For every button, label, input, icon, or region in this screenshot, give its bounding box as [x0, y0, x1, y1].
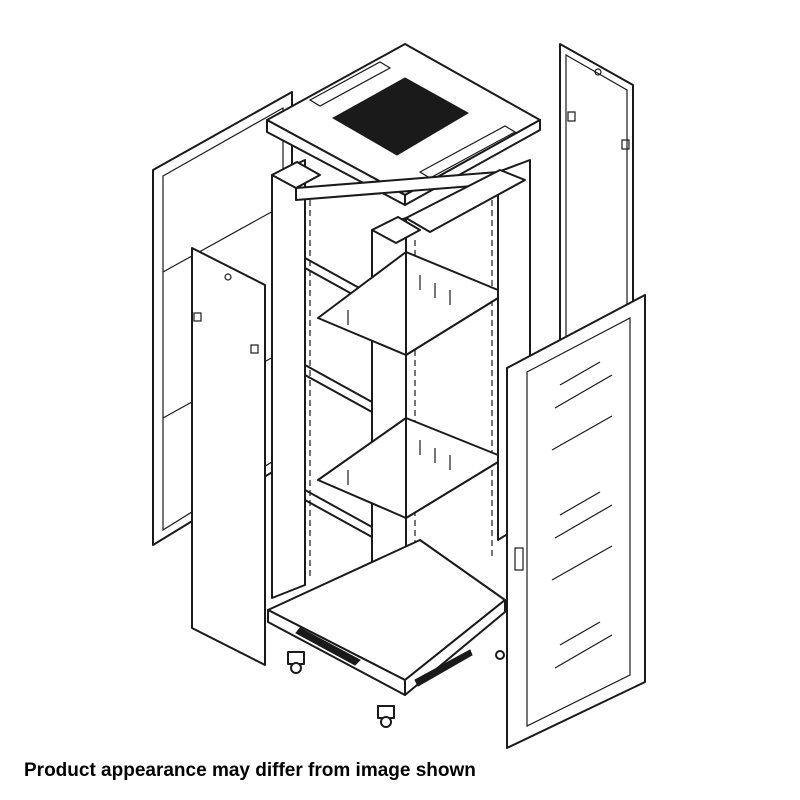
shelf-upper [317, 251, 499, 356]
base [267, 539, 506, 696]
left-rear-panel [191, 247, 266, 666]
glass-front-door [506, 294, 646, 749]
top-vent-grille [331, 77, 470, 156]
disclaimer-caption: Product appearance may differ from image… [24, 760, 476, 781]
casters [287, 650, 505, 728]
shelf-lower [317, 417, 499, 519]
